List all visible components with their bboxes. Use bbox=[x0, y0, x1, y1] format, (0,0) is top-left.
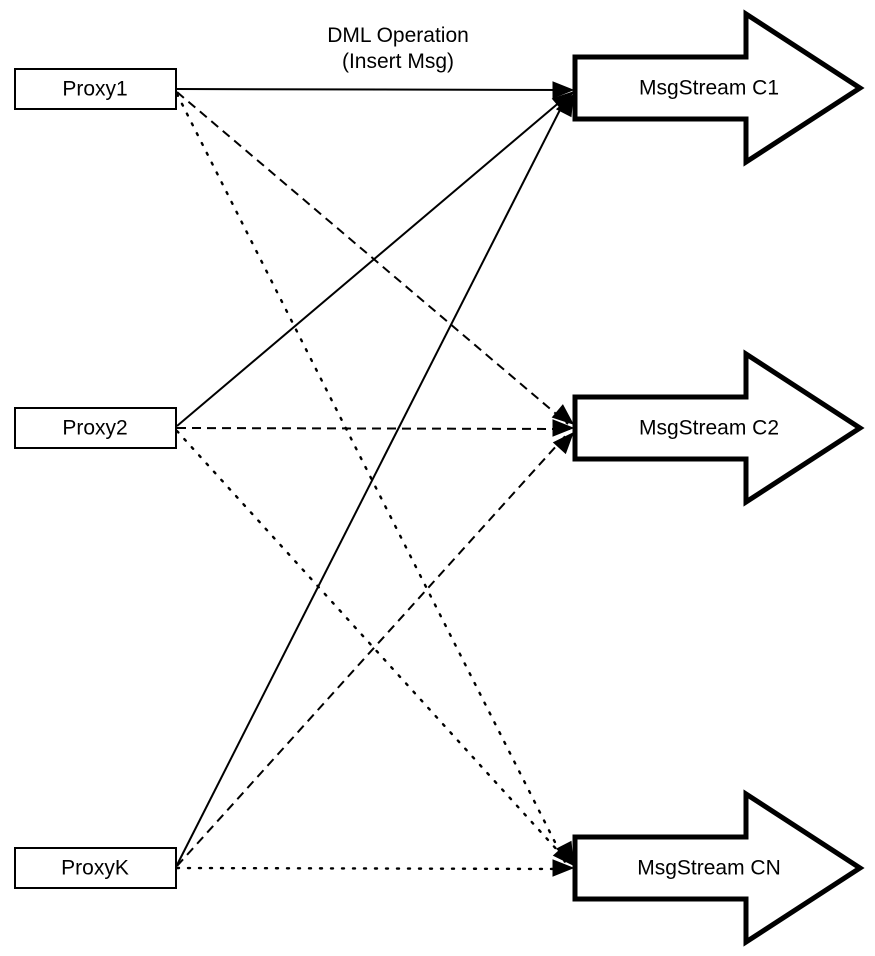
streams-layer: MsgStream C1 MsgStream C2 MsgStream CN bbox=[572, 9, 865, 947]
proxy-label-proxy2: Proxy2 bbox=[62, 417, 127, 440]
link-proxy1-to-cn bbox=[175, 92, 568, 866]
arrowhead-head-cn-from-proxy2 bbox=[552, 843, 574, 867]
arrowhead-head-c1-from-proxy1 bbox=[552, 81, 575, 99]
arrowhead-head-c1-from-proxyk bbox=[555, 93, 574, 118]
proxy-box-inner-proxy2 bbox=[16, 409, 175, 447]
proxy-box-inner-proxy1 bbox=[16, 70, 175, 108]
arrowhead-head-c2-from-proxy2 bbox=[552, 419, 575, 437]
arrowhead-head-c2-from-proxyk bbox=[552, 431, 574, 455]
proxy-node-proxyk[interactable]: ProxyK bbox=[14, 847, 177, 889]
proxy-node-proxy1[interactable]: Proxy1 bbox=[14, 68, 177, 110]
proxy-box-inner-proxyk bbox=[16, 849, 175, 887]
link-proxy1-to-c1 bbox=[176, 88, 571, 91]
stream-msgstream-c1[interactable]: MsgStream C1 bbox=[572, 9, 865, 167]
proxy-box-proxy2 bbox=[14, 407, 177, 449]
link-proxyk-to-c2 bbox=[176, 432, 569, 867]
link-proxy2-to-c2 bbox=[176, 427, 571, 430]
link-proxy2-to-cn bbox=[175, 429, 570, 864]
stream-arrow-shape-msgstream-c2 bbox=[572, 349, 865, 507]
proxy-box-proxy1 bbox=[14, 68, 177, 110]
stream-msgstream-c2[interactable]: MsgStream C2 bbox=[572, 349, 865, 507]
stream-msgstream-cn[interactable]: MsgStream CN bbox=[572, 789, 865, 947]
proxy-box-proxyk bbox=[14, 847, 177, 889]
stream-arrow-shape-msgstream-cn bbox=[572, 789, 865, 947]
link-proxyk-to-cn bbox=[175, 866, 572, 871]
edge-caption-group: DML Operation (Insert Msg) bbox=[327, 24, 469, 73]
proxy-label-proxyk: ProxyK bbox=[61, 857, 129, 880]
arrowhead-head-c2-from-proxy1 bbox=[551, 404, 575, 425]
link-proxy1-to-c2 bbox=[176, 91, 569, 425]
stream-arrow-shape-msgstream-c1 bbox=[572, 9, 865, 167]
links-layer bbox=[175, 88, 572, 871]
proxy-label-proxy1: Proxy1 bbox=[62, 78, 127, 101]
arrowheads-layer bbox=[551, 81, 575, 877]
edge-caption-line1: DML Operation bbox=[327, 24, 469, 47]
link-proxy2-to-c1 bbox=[176, 94, 569, 427]
stream-label-msgstream-c2: MsgStream C2 bbox=[639, 417, 779, 440]
stream-label-msgstream-cn: MsgStream CN bbox=[637, 857, 781, 880]
proxy-node-proxy2[interactable]: Proxy2 bbox=[14, 407, 177, 449]
arrowhead-head-cn-from-proxyk bbox=[552, 859, 575, 877]
edge-caption-line2: (Insert Msg) bbox=[342, 50, 454, 73]
link-proxyk-to-c1 bbox=[176, 97, 567, 866]
stream-label-msgstream-c1: MsgStream C1 bbox=[639, 77, 779, 100]
